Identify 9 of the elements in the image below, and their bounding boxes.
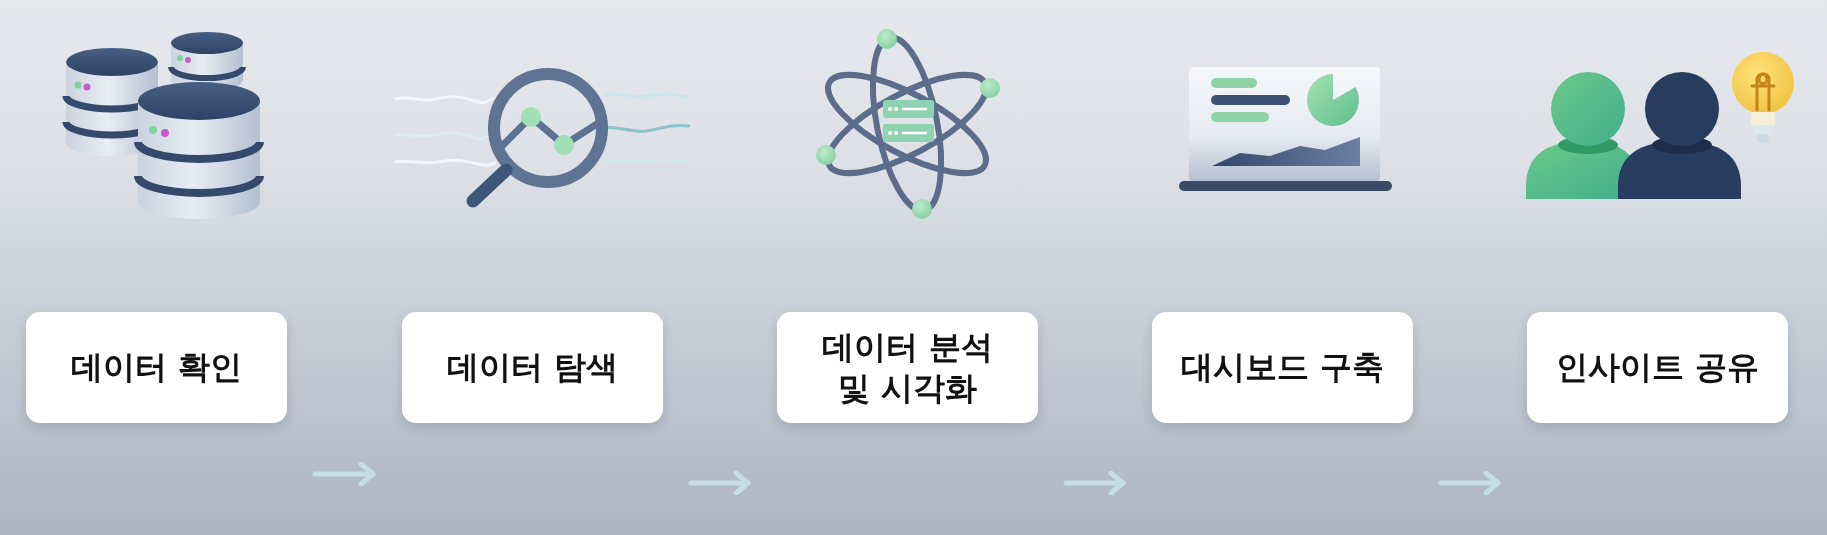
arrow xyxy=(688,470,751,496)
step-box: 데이터 탐색 xyxy=(402,312,663,423)
step-box: 데이터 확인 xyxy=(26,312,287,423)
step-box: 데이터 분석 및 시각화 xyxy=(777,312,1038,423)
step-box: 대시보드 구축 xyxy=(1152,312,1413,423)
step-box: 인사이트 공유 xyxy=(1527,312,1788,423)
arrow xyxy=(312,461,376,487)
arrow xyxy=(1063,470,1126,496)
arrow xyxy=(1438,470,1501,496)
